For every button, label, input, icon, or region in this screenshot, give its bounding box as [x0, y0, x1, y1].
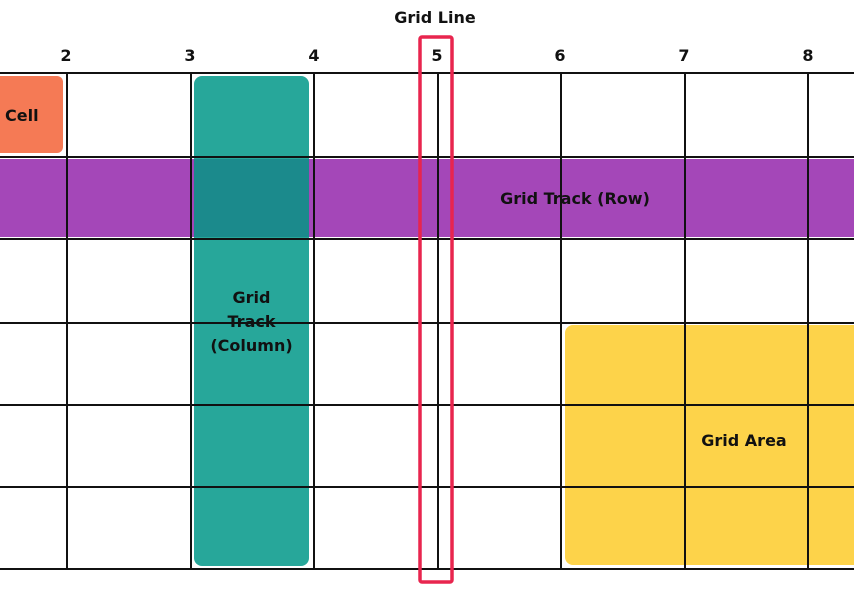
grid-track-column-label-line2: Track: [227, 312, 276, 331]
grid-cell-label: l Cell: [0, 106, 39, 125]
grid-track-column-label-line3: (Column): [210, 336, 293, 355]
grid-line-number-7: 7: [678, 46, 690, 65]
grid-line-number-6: 6: [554, 46, 566, 65]
grid-line-number-4: 4: [308, 46, 320, 65]
grid-line-highlight-box: [418, 35, 454, 584]
grid-track-row-label: Grid Track (Row): [500, 189, 650, 208]
grid-area-label: Grid Area: [701, 431, 787, 450]
grid-line-number-5: 5: [431, 46, 443, 65]
grid-line-number-2: 2: [60, 46, 72, 65]
diagram-title: Grid Line: [394, 8, 476, 27]
grid-line-number-8: 8: [802, 46, 814, 65]
grid-track-overlap: [194, 159, 309, 237]
grid-line-number-3: 3: [184, 46, 196, 65]
grid-lines: [0, 72, 854, 570]
grid-area: [565, 325, 854, 565]
grid-track-column-label-line1: Grid: [232, 288, 271, 307]
grid-cell-highlight: [0, 76, 63, 153]
grid-track-row: [0, 159, 854, 237]
